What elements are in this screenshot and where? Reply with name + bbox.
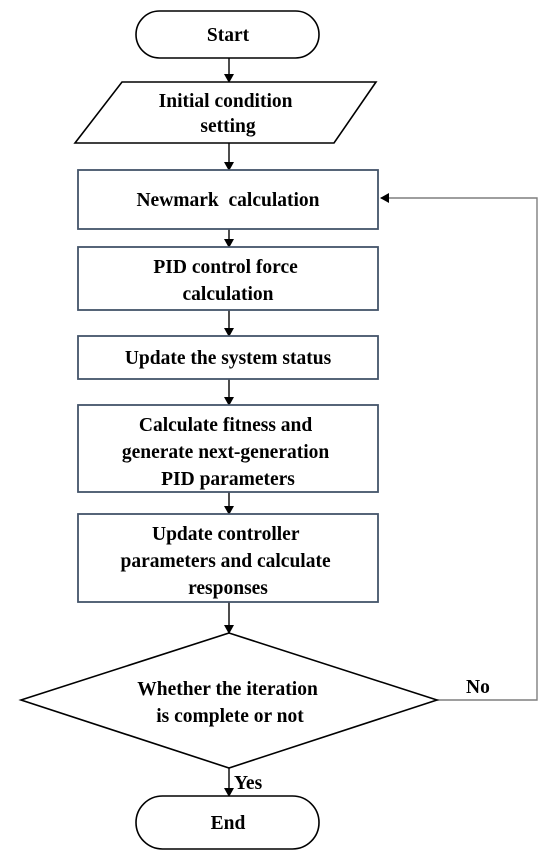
pid-force-label: PID control force calculation (153, 257, 302, 305)
start-label: Start (207, 25, 250, 46)
newmark-process-box (77, 169, 379, 230)
yes-branch-label: Yes (234, 773, 263, 794)
loop-back-arrow (380, 193, 538, 701)
update-controller-label: Update controller parameters and calcula… (121, 524, 336, 599)
update-status-process-box (77, 335, 379, 380)
end-label: End (211, 813, 246, 834)
iteration-decision-diamond (18, 632, 440, 769)
update-controller-process-box (77, 513, 379, 603)
newmark-label: Newmark calculation (136, 190, 319, 211)
start-terminal (135, 10, 320, 59)
initial-condition-label: Initial condition setting (159, 91, 298, 137)
fitness-process-box (77, 404, 379, 493)
pid-force-process-box (77, 246, 379, 311)
end-terminal (135, 795, 320, 850)
update-status-label: Update the system status (125, 348, 332, 369)
no-branch-label: No (466, 677, 490, 698)
fitness-label: Calculate fitness and generate next-gene… (122, 415, 334, 490)
initial-condition-parallelogram (73, 81, 378, 144)
decision-label: Whether the iteration is complete or not (137, 679, 322, 727)
